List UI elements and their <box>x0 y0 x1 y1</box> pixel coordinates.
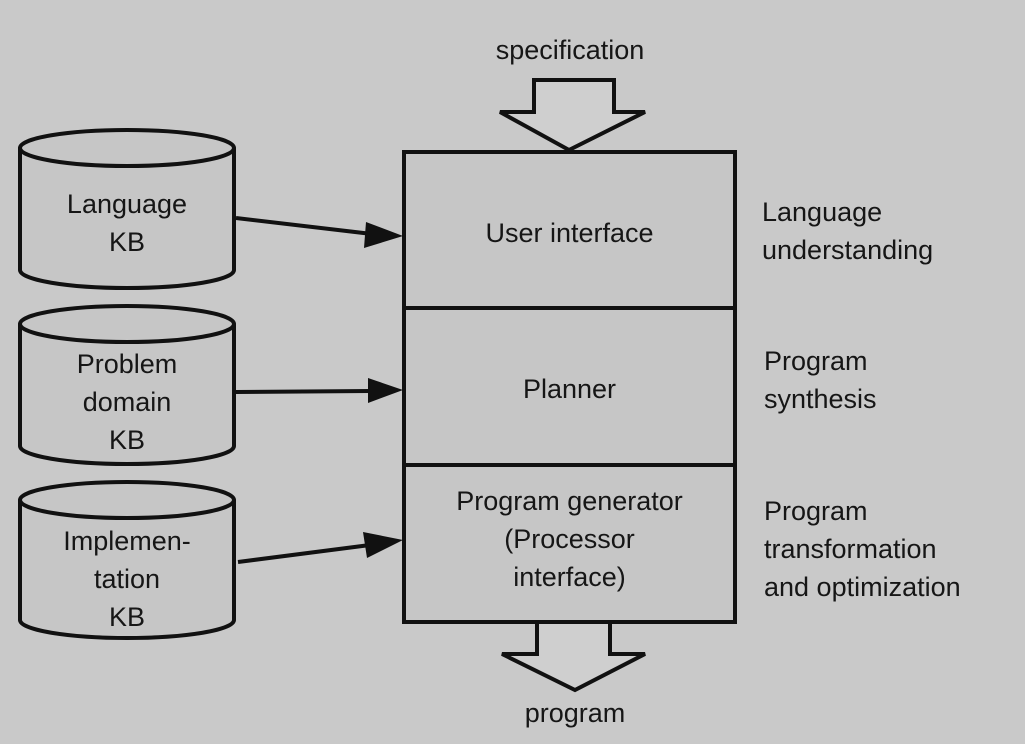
language-kb-arrow <box>235 216 403 248</box>
program-transformation-label: Program transformation and optimization <box>764 496 961 602</box>
program-synthesis-label: Program synthesis <box>764 346 877 414</box>
problem-domain-kb-arrow <box>235 378 403 403</box>
specification-label: specification <box>495 35 645 65</box>
implementation-kb-label: Implemen- tation KB <box>63 526 191 632</box>
implementation-kb-arrow <box>237 532 403 564</box>
user-interface-label: User interface <box>485 218 654 248</box>
user-interface-box <box>402 150 737 310</box>
language-kb-cylinder <box>18 128 236 290</box>
processing-stack <box>402 150 737 624</box>
problem-domain-kb-cylinder <box>18 304 236 466</box>
language-understanding-label: Language understanding <box>762 197 934 265</box>
problem-domain-kb-label: Problem domain KB <box>76 349 178 455</box>
program-output-label: program <box>524 698 626 728</box>
language-kb-label: Language KB <box>66 189 188 257</box>
program-generator-box <box>402 463 737 624</box>
implementation-kb-cylinder <box>18 480 236 640</box>
input-arrow <box>499 78 646 153</box>
output-arrow <box>501 620 646 693</box>
planner-label: Planner <box>522 374 617 404</box>
program-generator-label: Program generator (Processor interface) <box>456 486 683 592</box>
